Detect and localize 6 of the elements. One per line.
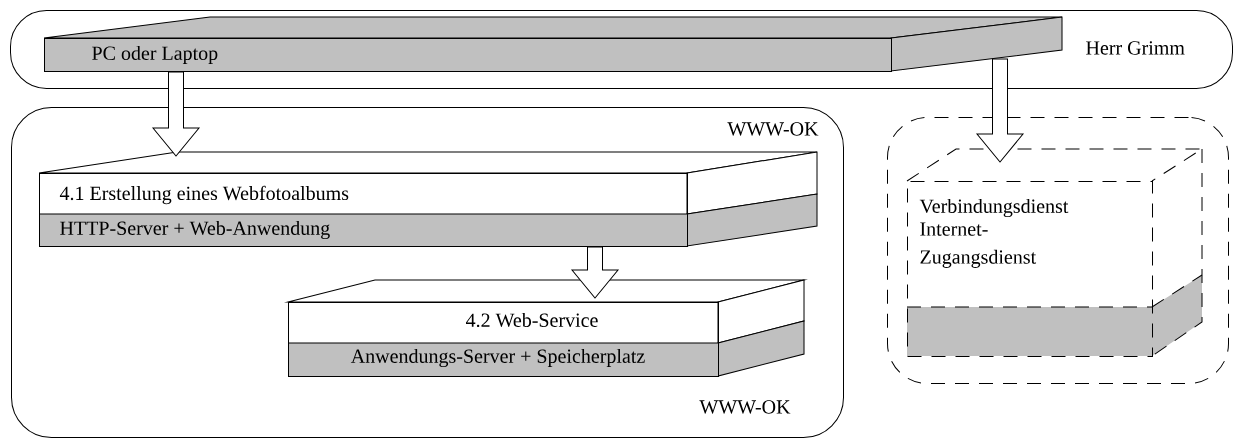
slab-drawing: 4.1 Erstellung eines Webfotoalbums HTTP-Server + Web-Anwendung (38, 151, 818, 247)
slab-drawing: PC oder Laptop (43, 16, 1063, 72)
dashed-frame (887, 117, 1229, 384)
block-arrow (976, 58, 1024, 163)
block-arrow (152, 71, 200, 157)
cube-drawing: Verbindungsdienst Internet-Zugangsdienst (906, 148, 1203, 357)
